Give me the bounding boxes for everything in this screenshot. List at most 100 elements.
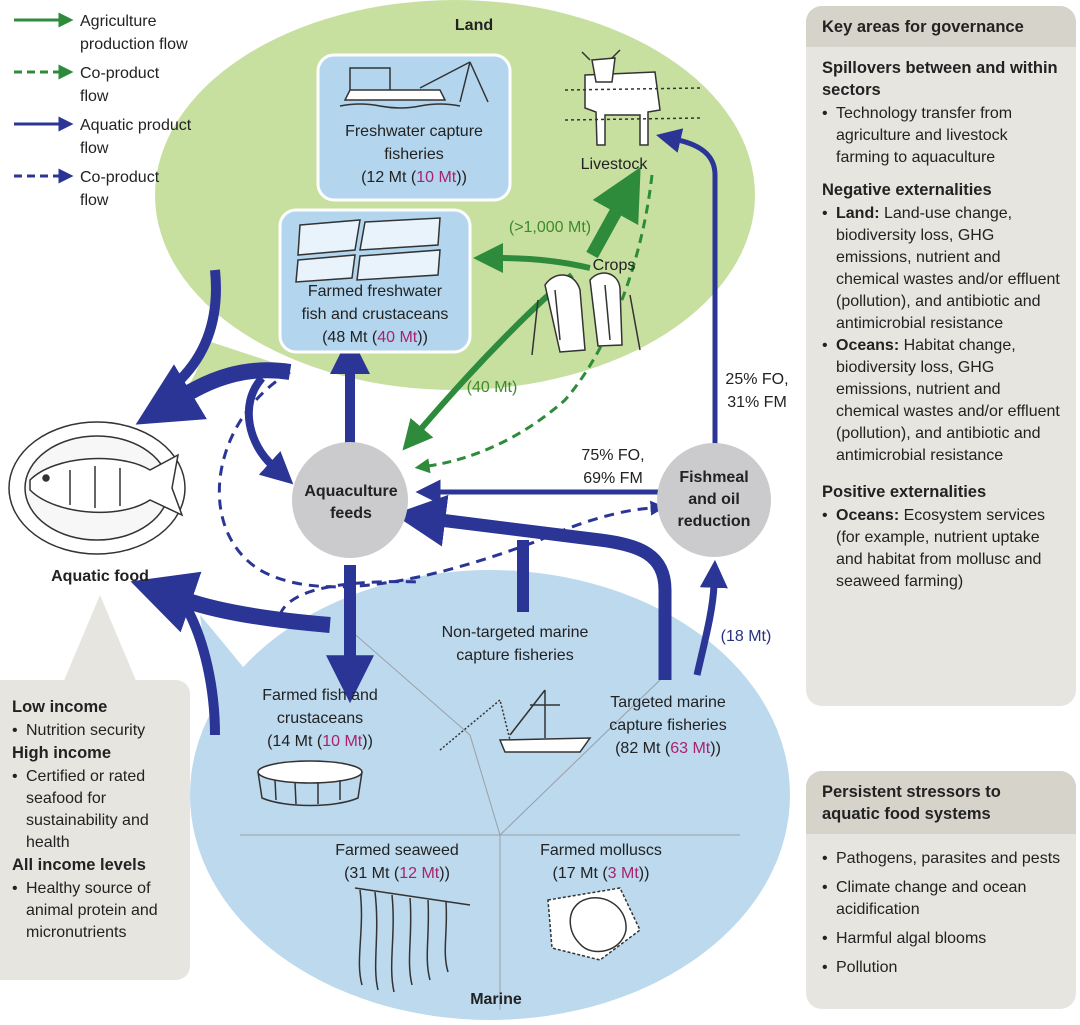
targeted-value: (82 Mt (63 Mt)): [615, 740, 721, 757]
farmed-freshwater-label: Farmed freshwater: [308, 283, 443, 300]
farmed-freshwater-value: (48 Mt (40 Mt)): [322, 329, 428, 346]
governance-title: Key areas for governance: [806, 6, 1076, 47]
farmed-seaweed-label: Farmed seaweed: [335, 842, 459, 859]
farmed-molluscs-value: (17 Mt (3 Mt)): [553, 865, 650, 882]
stressors-title: Persistent stressors to aquatic food sys…: [806, 771, 1076, 834]
flow-label-fo-fm-feeds: 75% FO,: [581, 447, 644, 464]
income-pointer: [60, 595, 140, 690]
flow-freshwater-to-feeds: [244, 375, 294, 485]
aquatic-food-label: Aquatic food: [51, 568, 149, 585]
vessel-illustration: [439, 689, 592, 753]
land-label: Land: [455, 17, 493, 34]
income-heading: All income levels: [12, 856, 146, 874]
legend-label: Co-product: [80, 65, 160, 82]
governance-bullet-lead: Oceans:: [836, 507, 900, 524]
flow-marine-to-food: [130, 571, 331, 633]
income-group: High income Certified or rated seafood f…: [12, 742, 182, 854]
flow-label-fo-fm-livestock: 31% FM: [727, 394, 787, 411]
fishmeal-node: [657, 443, 771, 557]
flow-crops-to-livestock: [586, 167, 641, 259]
farmed-fish-value: (14 Mt (10 Mt)): [267, 733, 373, 750]
freshwater-capture-label: Freshwater capture: [345, 123, 483, 140]
governance-bullet: Oceans: Habitat change, biodiversity los…: [822, 335, 1062, 467]
governance-bullet-text: Technology transfer from agriculture and…: [836, 105, 1013, 166]
legend-label: flow: [80, 88, 109, 105]
stressor-item: Harmful algal blooms: [822, 928, 1062, 950]
flow-marine-left-edge: [180, 602, 220, 736]
governance-bullet-text: Land-use change, biodiversity loss, GHG …: [836, 205, 1060, 332]
legend: Agriculture production flow Co-product f…: [14, 12, 192, 209]
governance-bullet-text: Habitat change, biodiversity loss, GHG e…: [836, 337, 1060, 464]
crops-label: Crops: [593, 257, 636, 274]
targeted-label: Targeted marine: [610, 694, 726, 711]
legend-label: Co-product: [80, 169, 160, 186]
governance-bullet-lead: Land:: [836, 205, 880, 222]
boat-illustration: [339, 61, 489, 109]
income-heading: High income: [12, 744, 112, 762]
legend-item-agriculture: Agriculture production flow: [14, 12, 188, 53]
farmed-freshwater-label: fish and crustaceans: [302, 306, 449, 323]
stressor-item: Pathogens, parasites and pests: [822, 848, 1062, 870]
flow-label-crops-feeds: (40 Mt): [467, 379, 518, 396]
governance-section-heading: Spillovers between and within sectors: [822, 59, 1058, 99]
corn-illustration: [531, 272, 641, 356]
legend-label: production flow: [80, 36, 188, 53]
ponds-illustration: [295, 217, 441, 283]
flow-label-crops-livestock: (>1,000 Mt): [509, 219, 591, 236]
flow-coproduct-fresh-to-fishmeal: [217, 370, 666, 589]
flow-targeted-to-fishmeal: [693, 559, 728, 676]
livestock-label: Livestock: [581, 156, 649, 173]
freshwater-capture-label: fisheries: [384, 146, 444, 163]
governance-section-heading: Positive externalities: [822, 483, 987, 501]
flow-label-fo-fm-livestock: 25% FO,: [725, 371, 788, 388]
farmed-seaweed-value: (31 Mt (12 Mt)): [344, 865, 450, 882]
governance-bullet-lead: Oceans:: [836, 337, 900, 354]
cage-illustration: [257, 760, 363, 807]
flow-crops-to-freshwater: [473, 243, 591, 274]
farmed-molluscs-label: Farmed molluscs: [540, 842, 662, 859]
seaweed-illustration: [354, 887, 471, 993]
freshwater-capture-value: (12 Mt (10 Mt)): [361, 169, 467, 186]
flow-fishmeal-to-livestock: [656, 128, 718, 445]
targeted-label: capture fisheries: [609, 717, 726, 734]
cow-illustration: [564, 49, 701, 146]
legend-item-green-coproduct: Co-product flow: [14, 64, 160, 105]
governance-bullet: Oceans: Ecosystem services (for example,…: [822, 505, 1062, 593]
income-item: Nutrition security: [12, 720, 182, 742]
marine-dividers: [240, 629, 740, 1010]
oyster-illustration: [547, 887, 641, 961]
income-group: Low income Nutrition security: [12, 696, 182, 742]
legend-label: Aquatic product: [80, 117, 192, 134]
governance-bullet-text: Ecosystem services (for example, nutrien…: [836, 507, 1045, 590]
legend-item-blue-coproduct: Co-product flow: [14, 168, 160, 209]
legend-label: Agriculture: [80, 13, 157, 30]
governance-section-heading: Negative externalities: [822, 181, 992, 199]
income-item: Certified or rated seafood for sustainab…: [12, 766, 182, 854]
aquaculture-feeds-label: Aquaculture: [304, 483, 397, 500]
non-targeted-label: capture fisheries: [456, 647, 573, 664]
income-group: All income levels Healthy source of anim…: [12, 854, 182, 944]
governance-bullet: Technology transfer from agriculture and…: [822, 103, 1062, 169]
aquaculture-feeds-label: feeds: [330, 505, 372, 522]
flow-label-fo-fm-feeds: 69% FM: [583, 470, 643, 487]
governance-bullet: Land: Land-use change, biodiversity loss…: [822, 203, 1062, 335]
flow-targeted-to-feeds: [393, 494, 672, 680]
fishmeal-label: and oil: [688, 491, 740, 508]
non-targeted-label: Non-targeted marine: [442, 624, 589, 641]
farmed-fish-label: crustaceans: [277, 710, 363, 727]
stressor-item: Climate change and ocean acidification: [822, 877, 1062, 921]
income-panel: Low income Nutrition security High incom…: [0, 680, 190, 980]
governance-panel: Key areas for governance Spillovers betw…: [806, 6, 1076, 706]
flow-coproduct-livestock-to-feeds: [414, 174, 654, 474]
marine-region-tail: [200, 615, 290, 745]
flow-label-targeted-fishmeal: (18 Mt): [721, 628, 772, 645]
flow-land-to-food: [135, 362, 292, 425]
marine-label: Marine: [470, 991, 522, 1008]
fishmeal-label: reduction: [678, 513, 751, 530]
fishmeal-label: Fishmeal: [679, 469, 748, 486]
legend-label: flow: [80, 140, 109, 157]
flow-land-left-edge: [176, 269, 221, 384]
farmed-fish-label: Farmed fish and: [262, 687, 378, 704]
